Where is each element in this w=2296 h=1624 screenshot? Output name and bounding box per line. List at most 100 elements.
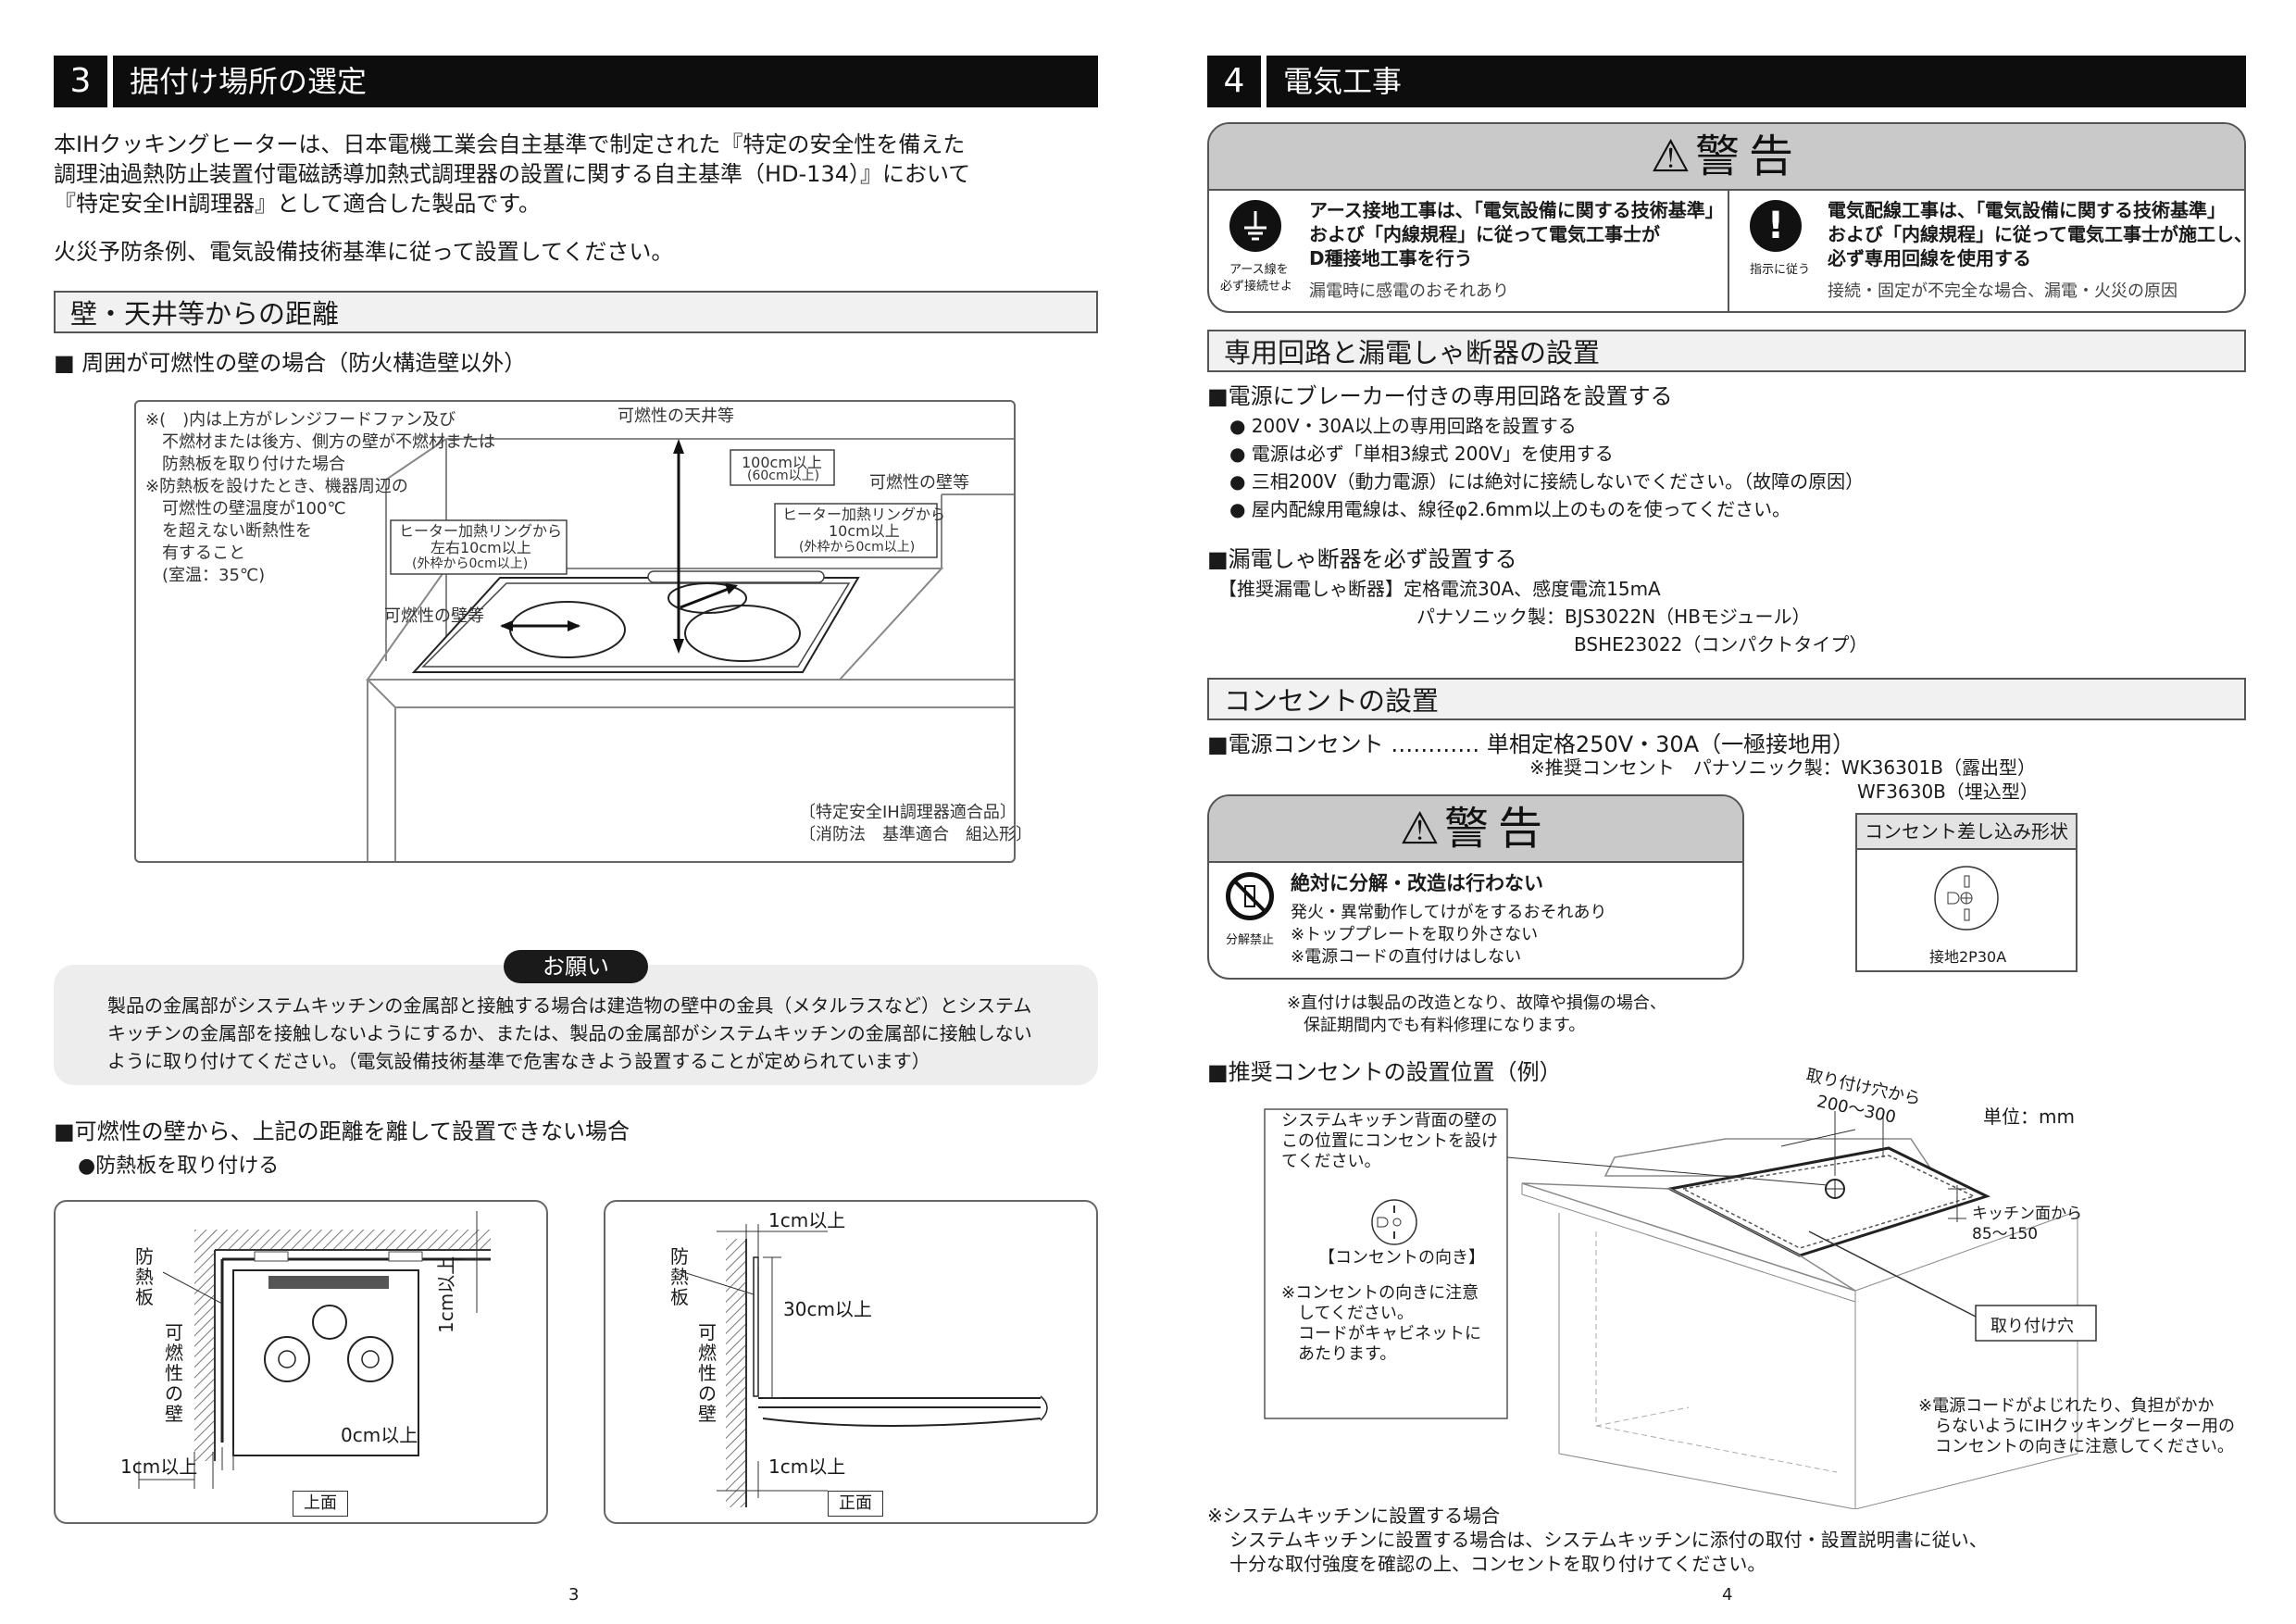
from-counter-2: 85〜150	[1972, 1225, 2039, 1243]
circuit-item-2: ● 電源は必ず「単相3線式 200V」を使用する	[1229, 443, 1614, 465]
wall-left-label: 可燃性の壁等	[384, 606, 484, 626]
orientation-note-3: コードがキャビネットに	[1281, 1324, 1481, 1343]
request-line-1: 製品の金属部がシステムキッチンの金属部と接触する場合は建造物の壁中の金具（メタル…	[107, 994, 1032, 1017]
front-dim-top: 1cm以上	[768, 1209, 846, 1231]
warning3-line-3: ※電源コードの直付けはしない	[1291, 947, 1522, 967]
warning-triangle-icon: ⚠	[1650, 131, 1691, 182]
dist-top-2: (60cm以上)	[747, 468, 820, 483]
circuit-item-3: ● 三相200V（動力電源）には絶対に接続しないでください。（故障の原因）	[1229, 470, 1865, 493]
warning-divider	[1728, 189, 1729, 311]
intro-line-2: 調理油過熱防止装置付電磁誘導加熱式調理器の設置に関する自主基準（HD-134）』…	[54, 161, 971, 187]
ground-caption-1: アース線を	[1229, 263, 1289, 277]
note-line-5: 可燃性の壁温度が100℃	[145, 499, 346, 518]
outlet-rec-1: ※推奨コンセント パナソニック製：WK36301B（露出型）	[1529, 756, 2036, 779]
top-dim-1cm-vertical: 1cm以上	[435, 1255, 457, 1333]
note-line-7: 有すること	[145, 543, 245, 563]
plug-shape-caption: 接地2P30A	[1929, 948, 2007, 966]
section-number-4: 4	[1207, 56, 1267, 107]
note-line-1: ※( )内は上方がレンジフードファン及び	[145, 410, 456, 430]
position-box-line-2: この位置にコンセントを設け	[1281, 1131, 1498, 1151]
note-line-6: を超えない断熱性を	[145, 521, 312, 541]
cord-note-1: ※電源コードがよじれたり、負担がかか	[1918, 1396, 2215, 1416]
plug-outlet-icon	[1934, 866, 1999, 931]
direct-note-2: 保証期間内でも有料修理になります。	[1287, 1016, 1586, 1035]
top-caption: 上面	[293, 1491, 348, 1517]
instruction-icon: !	[1750, 200, 1802, 252]
request-line-3: ように取り付けてください。（電気設備技術基準で危害なきよう設置することが定められ…	[107, 1050, 930, 1072]
ring-back-2: 10cm以上	[829, 522, 900, 540]
intro-line-1: 本IHクッキングヒーターは、日本電機工業会自主基準で制定された『特定の安全性を備…	[54, 131, 966, 157]
top-view-diagram: 防熱板 可燃性の壁 1cm以上 0cm以上 1cm以上 上面	[54, 1200, 548, 1524]
outlet-position-illustration	[1264, 1108, 2097, 1509]
system-note-heading: ※システムキッチンに設置する場合	[1207, 1505, 1501, 1527]
circuit-item-4: ● 屋内配線用電線は、線径φ2.6mm以上のものを使ってください。	[1229, 498, 1791, 520]
warning-title: 警告	[1695, 131, 1803, 182]
instruction-caption: 指示に従う	[1750, 263, 1811, 277]
position-box-line-3: てください。	[1281, 1152, 1381, 1171]
warning-triangle-icon-2: ⚠	[1399, 803, 1440, 855]
position-box-line-1: システムキッチン背面の壁の	[1281, 1111, 1498, 1131]
front-dim-bottom: 1cm以上	[768, 1455, 846, 1478]
outlet-rec-2: WF3630B（埋込型）	[1857, 781, 2039, 803]
ring-back-3: (外枠から0cm以上)	[799, 540, 916, 555]
warning3-line-2: ※トッププレートを取り外さない	[1291, 925, 1539, 944]
note-line-2: 不燃材または後方、側方の壁が不燃材または	[145, 432, 495, 452]
distance-diagram: ※( )内は上方がレンジフードファン及び 不燃材または後方、側方の壁が不燃材また…	[134, 400, 1032, 863]
note-line-3: 防熱板を取り付けた場合	[145, 455, 345, 474]
warning-header: ⚠ 警告	[1209, 124, 2244, 191]
top-dim-1cm-horizontal: 1cm以上	[120, 1455, 198, 1478]
circuit-item-1: ● 200V・30A以上の専用回路を設置する	[1229, 415, 1577, 437]
subsection-circuit: 専用回路と漏電しゃ断器の設置	[1207, 330, 2246, 372]
wall-right-label: 可燃性の壁等	[869, 473, 969, 493]
ring-side-2: 左右10cm以上	[430, 539, 531, 556]
warning-title-2: 警告	[1444, 803, 1553, 855]
orientation-note-2: してください。	[1281, 1304, 1414, 1323]
top-heat-board-label: 防熱板	[135, 1245, 154, 1308]
front-heat-board-label: 防熱板	[670, 1245, 689, 1308]
subsection-outlet: コンセントの設置	[1207, 678, 2246, 720]
front-view-drawing	[682, 1224, 1048, 1507]
warning1-line-1: アース接地工事は、「電気設備に関する技術基準」	[1309, 199, 1724, 221]
page-number-3: 3	[568, 1585, 580, 1605]
plug-shape-box: コンセント差し込み形状 接地2P30A	[1855, 813, 2078, 972]
hole-label: 取り付け穴	[1990, 1317, 2074, 1336]
section-title-4: 電気工事	[1283, 64, 1403, 99]
section-title: 据付け場所の選定	[130, 64, 368, 99]
cannot-separate-heading: ■可燃性の壁から、上記の距離を離して設置できない場合	[54, 1118, 630, 1144]
front-view-diagram: 防熱板 可燃性の壁 1cm以上 30cm以上 1cm以上 正面	[604, 1200, 1098, 1524]
orientation-note-1: ※コンセントの向きに注意	[1281, 1283, 1479, 1303]
breaker-heading: ■漏電しゃ断器を必ず設置する	[1207, 546, 1517, 572]
section-number: 3	[54, 56, 113, 107]
front-dim-30cm: 30cm以上	[783, 1298, 872, 1320]
position-heading: ■推奨コンセントの設置位置（例）	[1207, 1059, 1562, 1085]
warning2-line-2: および「内線規程」に従って電気工事士が施工し、	[1828, 223, 2246, 245]
unit-label: 単位：mm	[1983, 1106, 2075, 1128]
no-disassembly-caption: 分解禁止	[1226, 933, 1275, 947]
note-line-4: ※防熱板を設けたとき、機器周辺の	[145, 477, 408, 496]
request-box	[54, 965, 1098, 1085]
warning2-sub: 接続・固定が不完全な場合、漏電・火災の原因	[1828, 281, 2177, 301]
request-label: お願い	[504, 950, 648, 983]
kitchen-illustration	[366, 438, 1014, 861]
front-caption: 正面	[828, 1491, 883, 1517]
top-wall-label: 可燃性の壁	[165, 1321, 183, 1425]
ground-icon	[1229, 200, 1281, 252]
from-counter-1: キッチン面から	[1972, 1205, 2082, 1223]
warning1-line-2: および「内線規程」に従って電気工事士が	[1309, 223, 1660, 245]
plug-shape-title: コンセント差し込み形状	[1857, 815, 2076, 850]
front-wall-label: 可燃性の壁	[698, 1321, 717, 1425]
warning-box-disassembly: ⚠ 警告 分解禁止 絶対に分解・改造は行わない 発火・異常動作してけがをするおそ…	[1207, 794, 1744, 980]
direct-note-1: ※直付けは製品の改造となり、故障や損傷の場合、	[1287, 993, 1666, 1013]
cert-line-1: 〔特定安全IH調理器適合品〕	[799, 803, 1017, 822]
request-line-2: キッチンの金属部を接触しないようにするか、または、製品の金属部がシステムキッチン…	[107, 1022, 1032, 1044]
top-view-drawing	[138, 1211, 491, 1489]
system-note-line-2: 十分な取付強度を確認の上、コンセントを取り付けてください。	[1229, 1553, 1766, 1575]
cord-note-3: コンセントの向きに注意してください。	[1918, 1437, 2234, 1456]
outlet-heading: ■電源コンセント ………… 単相定格250V・30A（一極接地用）	[1207, 731, 1855, 757]
cord-note-2: らないようにIHクッキングヒーター用の	[1918, 1417, 2235, 1436]
section-3-header: 3 据付け場所の選定	[54, 56, 1098, 107]
ring-back-1: ヒーター加熱リングから	[782, 506, 946, 523]
ceiling-label: 可燃性の天井等	[618, 406, 734, 426]
orientation-note-4: あたります。	[1281, 1344, 1397, 1364]
warning-box-grounding: ⚠ 警告 アース線を 必ず接続せよ アース接地工事は、「電気設備に関する技術基準…	[1207, 122, 2246, 313]
